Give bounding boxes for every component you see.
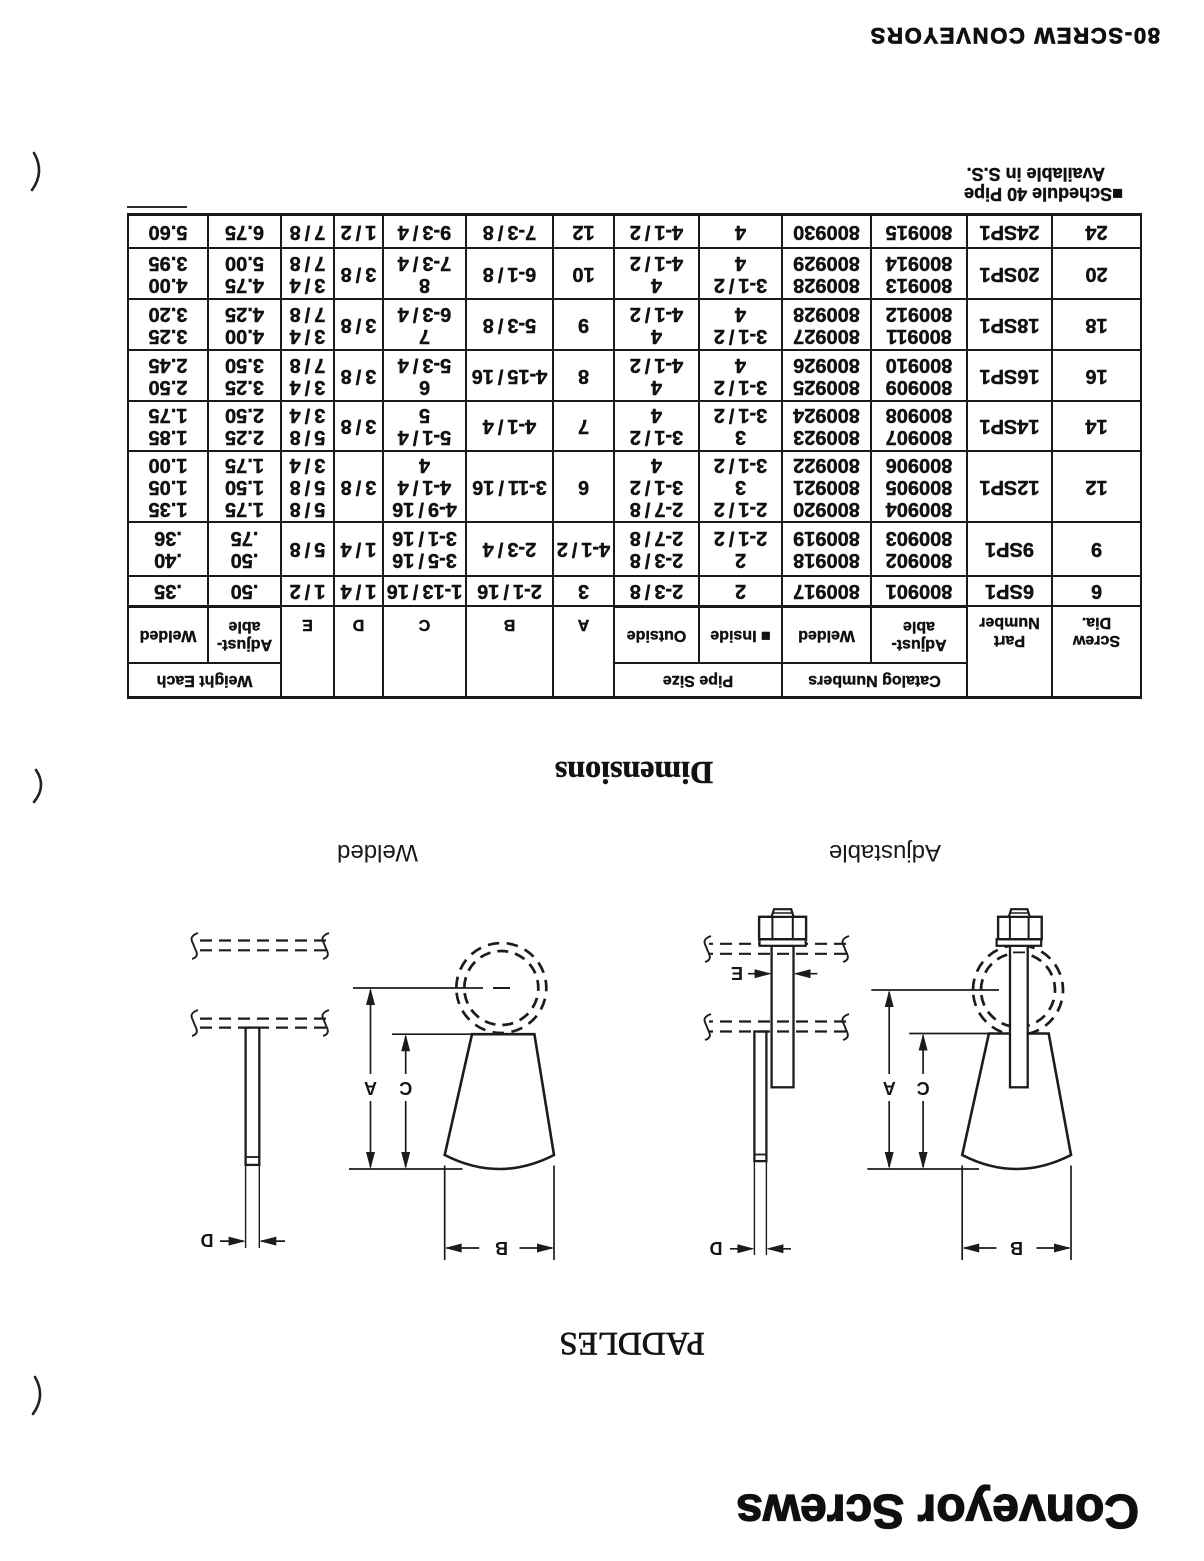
svg-text:E: E [731, 963, 743, 983]
svg-text:D: D [201, 1230, 214, 1250]
svg-text:A: A [883, 1078, 896, 1098]
svg-text:B: B [495, 1238, 508, 1258]
svg-text:C: C [399, 1078, 412, 1098]
svg-text:D: D [710, 1238, 723, 1258]
svg-text:B: B [1010, 1238, 1023, 1258]
svg-text:C: C [917, 1078, 930, 1098]
svg-text:A: A [364, 1078, 377, 1098]
